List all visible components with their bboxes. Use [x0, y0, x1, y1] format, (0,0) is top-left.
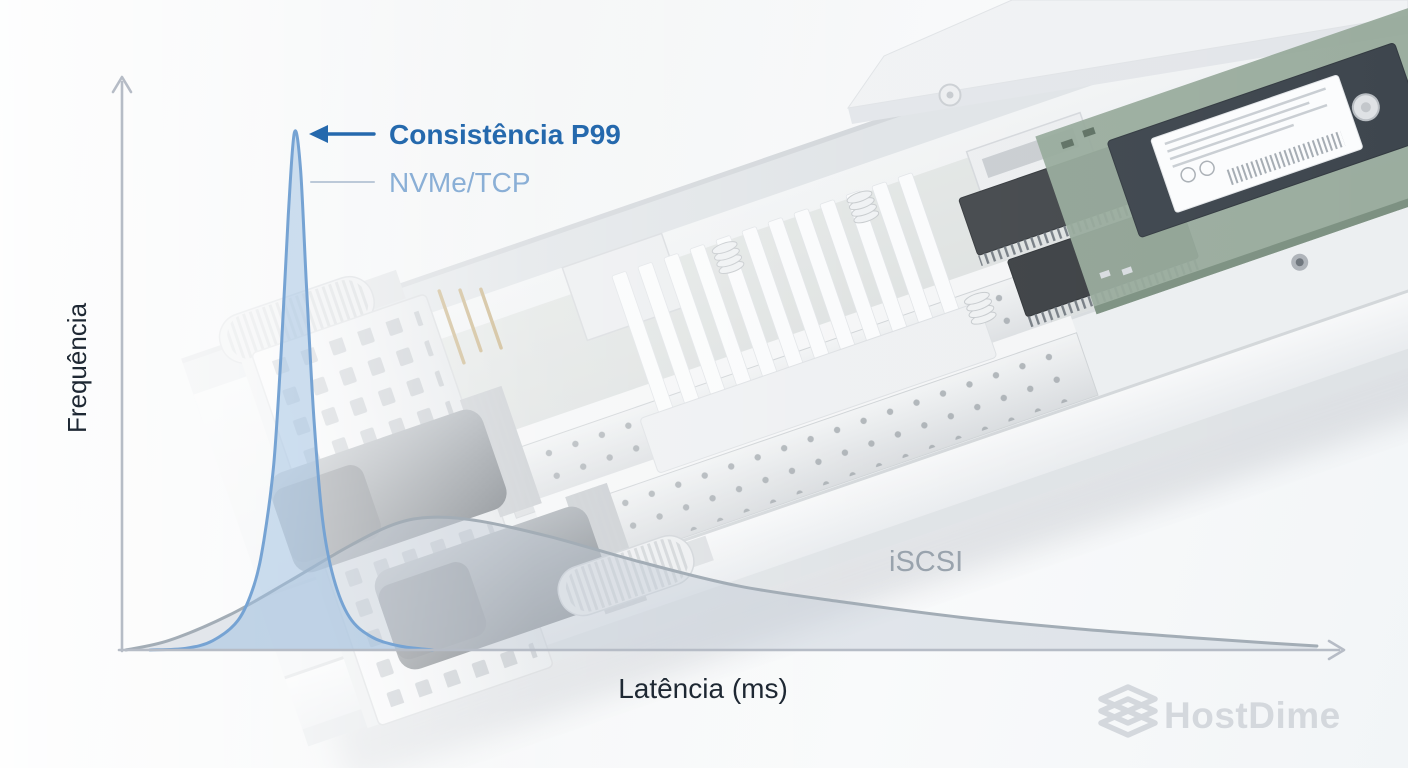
p99-label: Consistência P99 — [389, 119, 621, 150]
watermark-brand: HostDime — [1164, 695, 1341, 736]
distribution-curves — [124, 129, 1319, 652]
iscsi-label: iSCSI — [889, 546, 963, 578]
y-axis-label: Frequência — [62, 302, 92, 433]
x-axis-arrow-icon — [1327, 639, 1346, 661]
annotation-p99: Consistência P99 — [309, 119, 621, 150]
nvme-tcp-area — [150, 130, 433, 651]
stacked-layers-icon — [1098, 684, 1158, 738]
annotation-nvme: NVMe/TCP — [310, 167, 531, 198]
y-axis-arrow-icon — [111, 75, 133, 94]
nvme-tcp-curve — [148, 129, 435, 652]
axes — [111, 75, 1346, 661]
arrow-left-icon — [309, 125, 328, 143]
x-axis-label: Latência (ms) — [618, 673, 788, 704]
nvme-label: NVMe/TCP — [389, 167, 531, 198]
